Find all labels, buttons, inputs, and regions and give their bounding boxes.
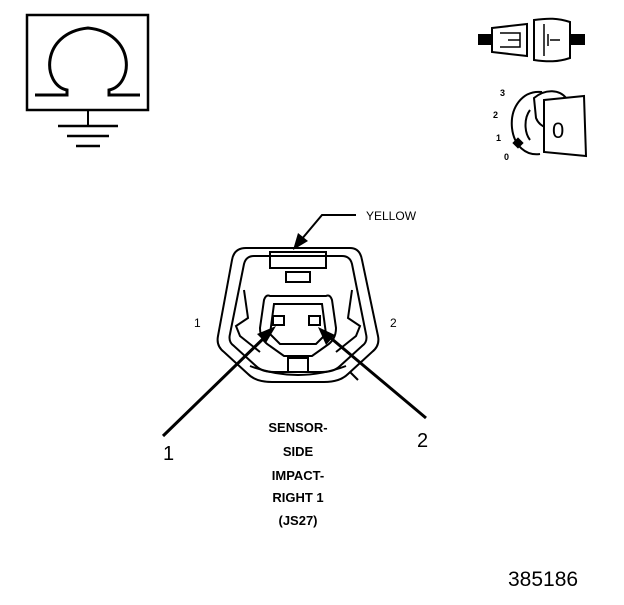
ignition-pos-0: 0 — [504, 152, 509, 162]
wire-color-label: YELLOW — [366, 209, 417, 223]
title-line-2: SIDE — [283, 444, 314, 459]
callout-label-1: 1 — [163, 443, 174, 465]
key-label: 0 — [552, 118, 564, 143]
ohmmeter-icon — [25, 13, 150, 112]
ignition-key-icon: 3 2 1 0 0 — [493, 88, 588, 162]
ignition-pos-3: 3 — [500, 88, 505, 98]
title-line-4: RIGHT 1 — [272, 490, 323, 505]
ignition-pos-1: 1 — [496, 133, 501, 143]
pin-label-right: 2 — [390, 316, 397, 330]
pin-2-cavity — [308, 315, 321, 326]
ground-icon — [58, 110, 118, 148]
wire-color-leader — [293, 214, 356, 250]
callout-label-2: 2 — [417, 430, 428, 452]
connector-title: SENSOR- SIDE IMPACT- RIGHT 1 (JS27) — [268, 420, 327, 528]
connector-face — [216, 247, 380, 383]
figure-number: 385186 — [508, 568, 578, 591]
title-line-5: (JS27) — [278, 513, 317, 528]
disconnected-connector-icon — [478, 17, 585, 63]
title-line-3: IMPACT- — [272, 468, 324, 483]
callout-arrow-1 — [161, 326, 276, 438]
ignition-pos-2: 2 — [493, 110, 498, 120]
pin-1-cavity — [272, 315, 285, 326]
pin-label-left: 1 — [194, 316, 201, 330]
callout-arrow-2 — [318, 327, 427, 420]
title-line-1: SENSOR- — [268, 420, 327, 435]
